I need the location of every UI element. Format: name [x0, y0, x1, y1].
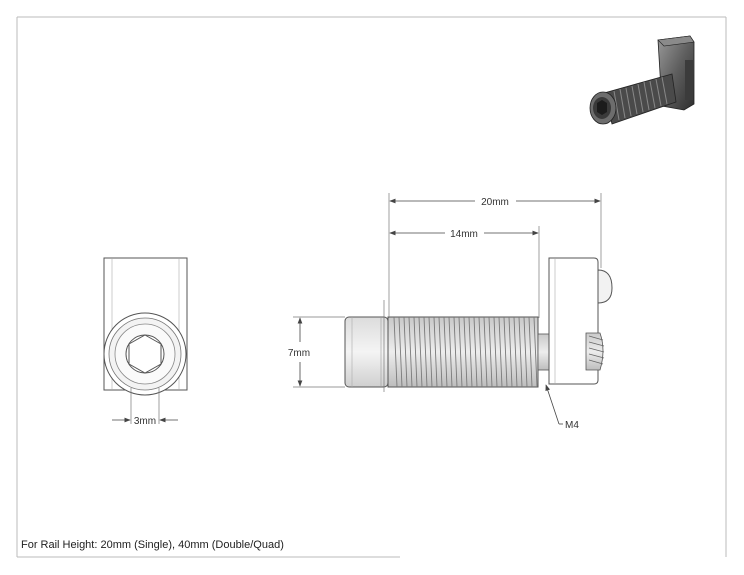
- thread-crest: [513, 316, 518, 388]
- rail-height-note: For Rail Height: 20mm (Single), 40mm (Do…: [21, 539, 284, 551]
- thread-crest: [533, 316, 538, 388]
- thread-crest: [453, 316, 458, 388]
- thread-crest: [528, 316, 533, 388]
- isometric-view: [589, 35, 695, 125]
- thread-crest: [393, 316, 398, 388]
- thread-crest: [443, 316, 448, 388]
- thread-crest: [398, 316, 403, 388]
- thread-length-label: 14mm: [450, 229, 478, 240]
- thread-crest: [468, 316, 473, 388]
- thread-crest: [403, 316, 408, 388]
- thread-spec-label: M4: [565, 420, 579, 431]
- thread-crest: [423, 316, 428, 388]
- thread-crest: [498, 316, 503, 388]
- thread-crest: [508, 316, 513, 388]
- thread-crest: [418, 316, 423, 388]
- side-view: [344, 257, 613, 392]
- thread-crest: [408, 316, 413, 388]
- front-view: [103, 257, 188, 424]
- thread-crest: [488, 316, 493, 388]
- hex-size-dimension: 3mm: [112, 416, 178, 427]
- thread-crest: [463, 316, 468, 388]
- head-diameter-dimension: 7mm: [288, 316, 345, 388]
- thread-crest: [448, 316, 453, 388]
- thread-crest: [473, 316, 478, 388]
- thread-crest: [518, 316, 523, 388]
- thread-crest: [438, 316, 443, 388]
- thread-crest: [523, 316, 528, 388]
- hex-size-label: 3mm: [134, 416, 156, 427]
- thread-crest: [458, 316, 463, 388]
- sheet-border: [16, 16, 727, 558]
- thread-crest: [483, 316, 488, 388]
- head-diameter-label: 7mm: [288, 348, 310, 359]
- thread-length-dimension: 14mm: [389, 226, 540, 318]
- thread-crest: [413, 316, 418, 388]
- thread-crest: [503, 316, 508, 388]
- thread-crest: [493, 316, 498, 388]
- overall-length-dimension: 20mm: [388, 193, 602, 318]
- thread-crest: [433, 316, 438, 388]
- thread-crest: [478, 316, 483, 388]
- thread-crest: [428, 316, 433, 388]
- thread-spec-callout: M4: [545, 384, 579, 431]
- thread-lines: [393, 316, 538, 388]
- overall-length-label: 20mm: [481, 197, 509, 208]
